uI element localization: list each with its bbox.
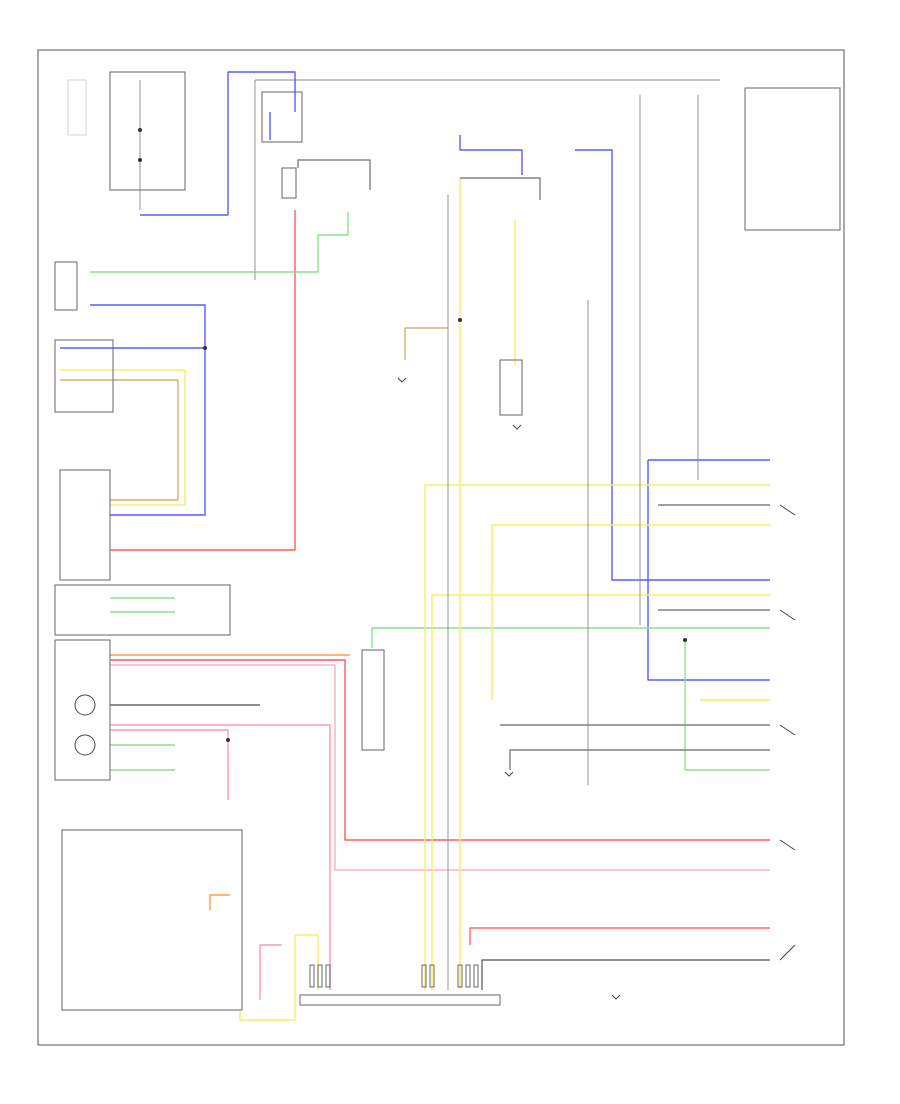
- motor-1-icon: [74, 694, 96, 716]
- connector-pin: [317, 964, 323, 988]
- tan-wire-left: [60, 379, 179, 501]
- blue-wire-top: [140, 71, 296, 216]
- connector-pin: [309, 964, 315, 988]
- connector-pin: [325, 964, 331, 988]
- diagram-frame: [37, 49, 845, 1046]
- blue-wire-center: [459, 135, 523, 175]
- yellow-wire-left: [60, 369, 186, 506]
- switch-3-icon: [779, 724, 796, 736]
- connector-pin: [473, 964, 479, 988]
- junction-dots: [203, 318, 687, 742]
- switch-5-icon: [779, 944, 796, 961]
- pink-wire-1: [110, 724, 331, 990]
- gray-wire-switch-inputs: [658, 504, 770, 611]
- junction-dot: [226, 738, 230, 742]
- dark-wire-bottom: [481, 959, 770, 990]
- junction-dot: [458, 318, 462, 322]
- compressor-box: [499, 359, 523, 416]
- connector-pin: [465, 964, 471, 988]
- ground-icon: [504, 771, 514, 777]
- junction-dot: [203, 346, 207, 350]
- yellow-wire-center: [491, 524, 770, 700]
- switch-4-icon: [779, 839, 796, 851]
- gray-wire-lower-2: [509, 749, 770, 770]
- relay-box-center: [361, 649, 385, 751]
- relay-box: [261, 91, 303, 143]
- green-wire-top: [90, 212, 349, 273]
- red-wire-bottom: [110, 659, 770, 841]
- yellow-wire-horizontal: [424, 484, 770, 990]
- control-module-box: [744, 87, 841, 231]
- yellow-wire-mid: [431, 594, 770, 990]
- junction-dot: [683, 638, 687, 642]
- ground-icon: [611, 994, 621, 1000]
- connector-pin: [421, 964, 427, 988]
- switch-1-icon: [779, 504, 796, 516]
- pink-wire-3: [110, 664, 770, 871]
- green-wire-left-stub-2: [110, 744, 175, 771]
- switch-box-left: [59, 469, 111, 581]
- bottom-connector-strip: [299, 994, 501, 1006]
- pink-wire-4: [259, 944, 282, 1000]
- text-block-placeholder: [67, 79, 87, 136]
- green-wire-right: [640, 627, 770, 771]
- gray-wire-relay: [297, 159, 371, 190]
- ignition-switch-block: [67, 71, 186, 210]
- connector-pin: [457, 964, 463, 988]
- sensor-box-left: [54, 339, 114, 413]
- bottom-connector-pins: [309, 964, 479, 988]
- blue-wire-right: [575, 149, 770, 581]
- lower-left-module-box: [61, 829, 243, 1011]
- connector-pin: [429, 964, 435, 988]
- switch-2-icon: [779, 609, 796, 621]
- pink-wire-2: [110, 729, 229, 800]
- motor-box-left: [54, 639, 111, 781]
- right-switches: [779, 504, 796, 961]
- fuse-box: [281, 167, 297, 199]
- orange-wire-bottom: [209, 894, 230, 910]
- red-wire-right: [469, 927, 770, 945]
- ground-icon: [512, 424, 522, 430]
- junction-dot: [138, 128, 142, 132]
- green-wire-center: [371, 627, 640, 648]
- ground-icon: [397, 377, 407, 383]
- blue-wire-switch-loop: [647, 459, 770, 681]
- junction-dot: [138, 158, 142, 162]
- tan-wire-center: [404, 327, 448, 360]
- connector-box-left: [54, 261, 78, 311]
- motor-2-icon: [74, 734, 96, 756]
- connector-box-middle-left: [54, 584, 231, 636]
- red-wire-left: [110, 210, 296, 551]
- green-wire-left-stub: [110, 597, 175, 613]
- ground-symbols: [397, 377, 621, 1000]
- ignition-switch-box: [109, 71, 186, 191]
- blue-wire-left: [90, 304, 206, 516]
- yellow-wire-bottom: [239, 934, 319, 1021]
- gray-wire-relay-2: [460, 177, 541, 200]
- relay-cluster-top: [254, 79, 720, 280]
